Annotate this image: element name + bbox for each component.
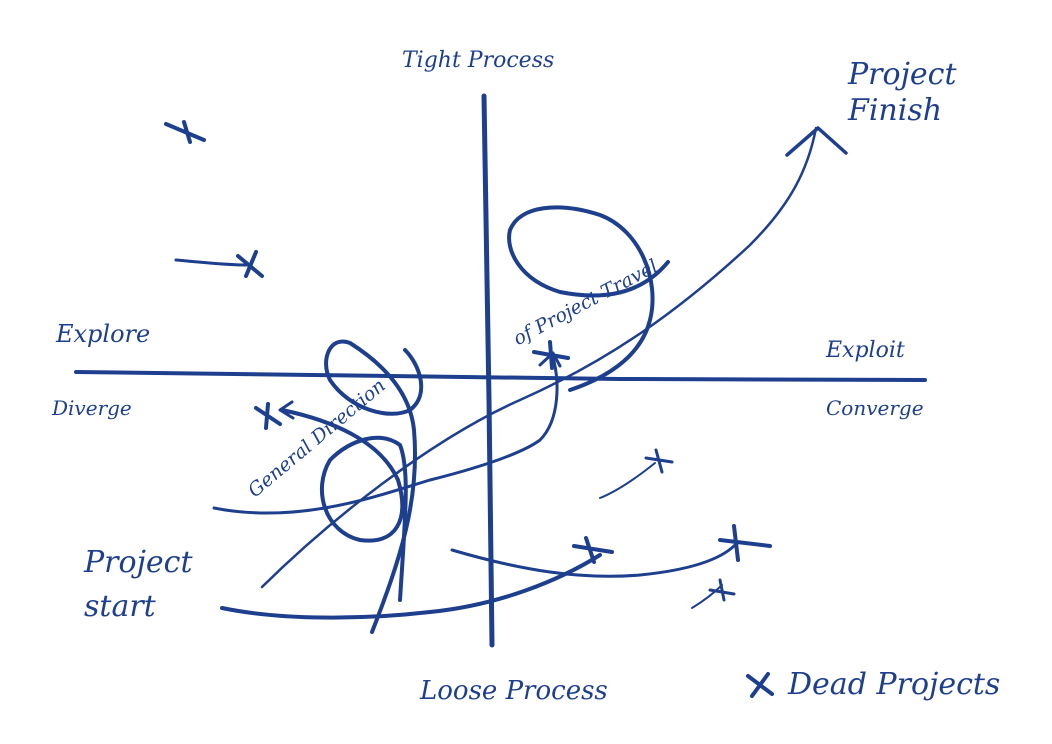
dead-project-path-upper-left xyxy=(174,258,250,267)
label-project-start-line2: start xyxy=(84,589,156,624)
finish-arrowhead xyxy=(785,126,848,157)
x-mark-icon xyxy=(254,402,282,430)
dead-project-path-short xyxy=(599,462,656,499)
project-path-upper-loop xyxy=(324,339,424,634)
arrowhead-center xyxy=(538,351,562,368)
legend-x-mark-icon xyxy=(746,672,774,698)
vertical-axis xyxy=(481,93,495,648)
x-mark-icon xyxy=(164,120,206,144)
project-path-left-loop xyxy=(280,408,408,602)
label-explore: Explore xyxy=(56,320,151,348)
project-path-right-loop xyxy=(507,205,670,392)
label-tight-process: Tight Process xyxy=(402,48,555,73)
label-exploit: Exploit xyxy=(826,338,905,363)
legend-dead-projects: Dead Projects xyxy=(788,667,1001,702)
label-converge: Converge xyxy=(826,396,924,420)
arrowhead-left xyxy=(278,400,295,420)
x-mark-icon xyxy=(718,524,772,562)
x-mark-icon xyxy=(572,536,614,564)
dead-project-path-bottom xyxy=(691,584,723,609)
project-path-loop-center xyxy=(212,352,559,515)
x-mark-icon xyxy=(236,250,264,278)
x-mark-icon xyxy=(532,340,570,370)
label-project-finish-line1: Project xyxy=(848,57,957,92)
project-path-lower-loop xyxy=(220,553,602,620)
x-mark-icon xyxy=(644,448,674,474)
label-project-finish-line2: Finish xyxy=(848,93,943,128)
dead-project-marks xyxy=(164,120,772,602)
horizontal-axis xyxy=(74,370,927,382)
label-diverge: Diverge xyxy=(52,396,132,420)
label-loose-process: Loose Process xyxy=(420,676,608,706)
general-direction-path xyxy=(260,126,818,589)
label-project-start-line1: Project xyxy=(84,545,193,580)
x-mark-icon xyxy=(708,578,736,602)
dead-project-path-lower xyxy=(450,543,737,578)
